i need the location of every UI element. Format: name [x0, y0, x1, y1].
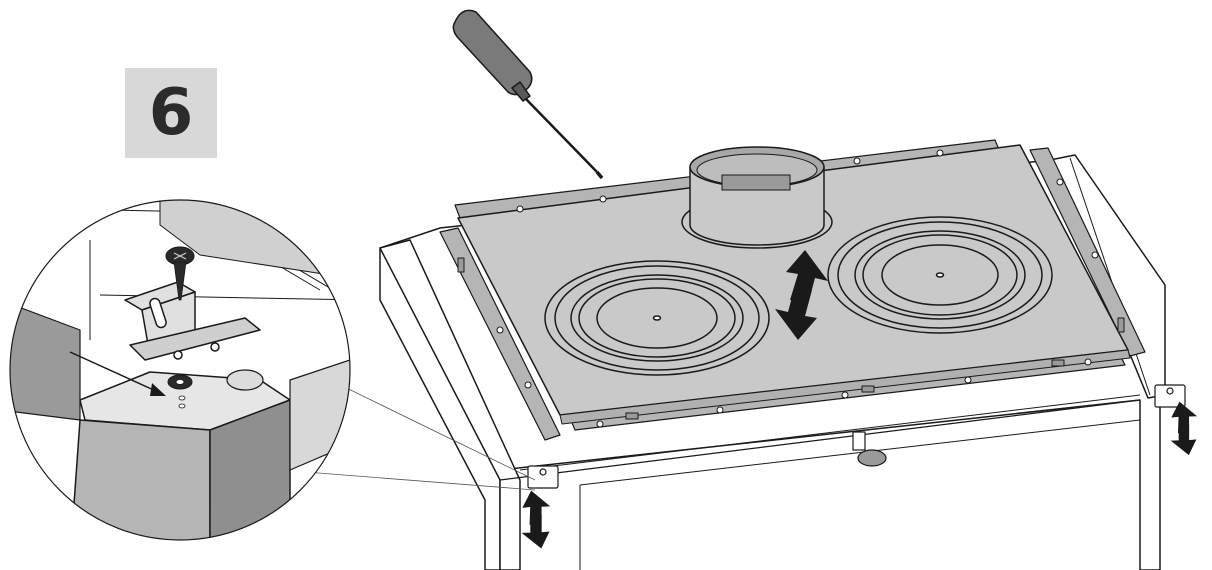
pointer-arrow [69, 351, 166, 396]
step-number: 6 [148, 76, 194, 150]
double-arrow-icon [775, 250, 828, 340]
screw-icon [165, 246, 195, 301]
front-bracket-left [527, 465, 559, 489]
double-arrow-icon [521, 490, 551, 549]
step-badge: 6 [125, 68, 217, 158]
detail-leader-lines [279, 379, 536, 491]
washer-icon [167, 374, 193, 390]
hotplate-right [827, 216, 1053, 334]
front-bracket-right [1154, 384, 1186, 408]
hotplate-left [544, 260, 770, 376]
screwdriver-icon [452, 9, 604, 180]
detail-magnifier [9, 199, 351, 541]
leveling-foot [852, 431, 887, 467]
double-arrow-icon [1170, 401, 1198, 456]
flue-collar [681, 146, 833, 249]
